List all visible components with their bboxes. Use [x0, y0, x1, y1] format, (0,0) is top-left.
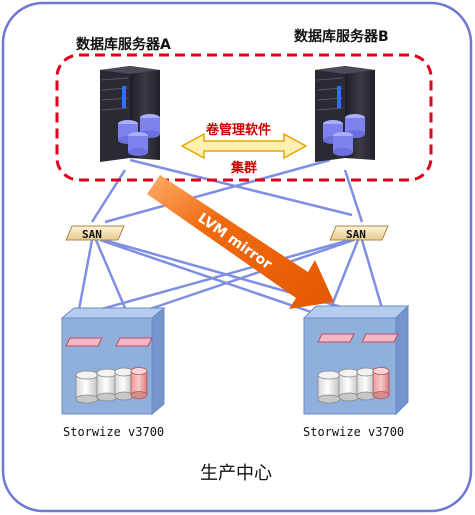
- storage-right: [302, 304, 410, 416]
- volume-manager-arrow: [180, 132, 308, 160]
- storage-right-label: Storwize v3700: [303, 425, 404, 439]
- storage-right-disks: [317, 367, 390, 404]
- lvm-mirror-arrow: [147, 175, 334, 309]
- link-sanleft-storleft-1: [76, 239, 94, 316]
- san-switch-right: SAN: [329, 225, 389, 241]
- server-b-disks: [323, 114, 365, 156]
- storage-left: [60, 306, 166, 416]
- volume-manager-label: 卷管理软件: [206, 122, 271, 138]
- cluster-label: 集群: [230, 160, 257, 176]
- link-serverb-sanleft: [104, 158, 331, 224]
- link-sanright-storright-2: [360, 239, 386, 316]
- storage-left-disks: [75, 367, 148, 404]
- san-right-label: SAN: [346, 228, 366, 241]
- server-a-label: 数据库服务器A: [76, 36, 171, 53]
- server-a-disks: [118, 114, 160, 156]
- link-sanleft-storright-1: [99, 238, 321, 317]
- san-left-label: SAN: [82, 228, 102, 241]
- storage-left-label: Storwize v3700: [63, 425, 164, 439]
- link-sanright-storleft-1: [79, 238, 351, 317]
- server-b: [315, 66, 375, 162]
- link-serverb-sanright: [343, 169, 364, 223]
- link-sanright-storleft-2: [131, 238, 355, 317]
- link-sanright-storright-1: [326, 239, 360, 316]
- connection-links: [76, 158, 386, 317]
- server-b-label: 数据库服务器B: [294, 28, 389, 45]
- datacenter-label: 生产中心: [200, 463, 272, 484]
- link-servera-sanright: [129, 158, 353, 217]
- cluster-boundary: [55, 53, 433, 182]
- san-switch-left: SAN: [65, 225, 125, 241]
- server-a: [100, 66, 160, 162]
